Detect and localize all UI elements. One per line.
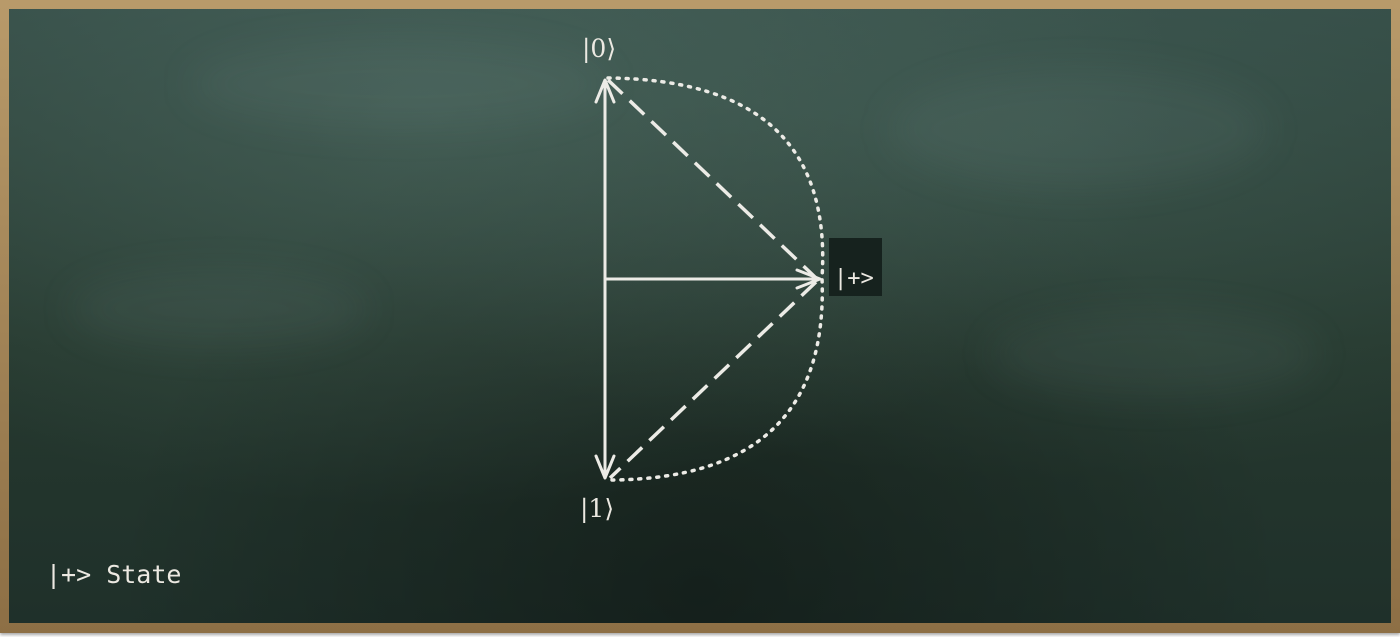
- chalk-smudge: [889, 69, 1269, 189]
- ket-one-label: |1⟩: [580, 494, 615, 523]
- arrow-down-icon: [594, 454, 616, 480]
- chalkboard: [9, 9, 1391, 623]
- dashed-line-lower: [608, 280, 818, 480]
- plus-state-label: |+>: [834, 266, 874, 291]
- dotted-arc: [606, 76, 825, 482]
- chalk-smudge: [189, 39, 609, 129]
- dashed-line-upper: [606, 78, 818, 280]
- arrow-up-icon: [594, 78, 616, 104]
- arrow-right-icon: [795, 268, 822, 290]
- diagram-caption: |+> State: [46, 560, 182, 589]
- chalk-smudge: [69, 269, 369, 349]
- plus-label-background: [829, 238, 882, 296]
- ket-zero-label: |0⟩: [582, 34, 617, 63]
- chalk-smudge: [989, 309, 1319, 399]
